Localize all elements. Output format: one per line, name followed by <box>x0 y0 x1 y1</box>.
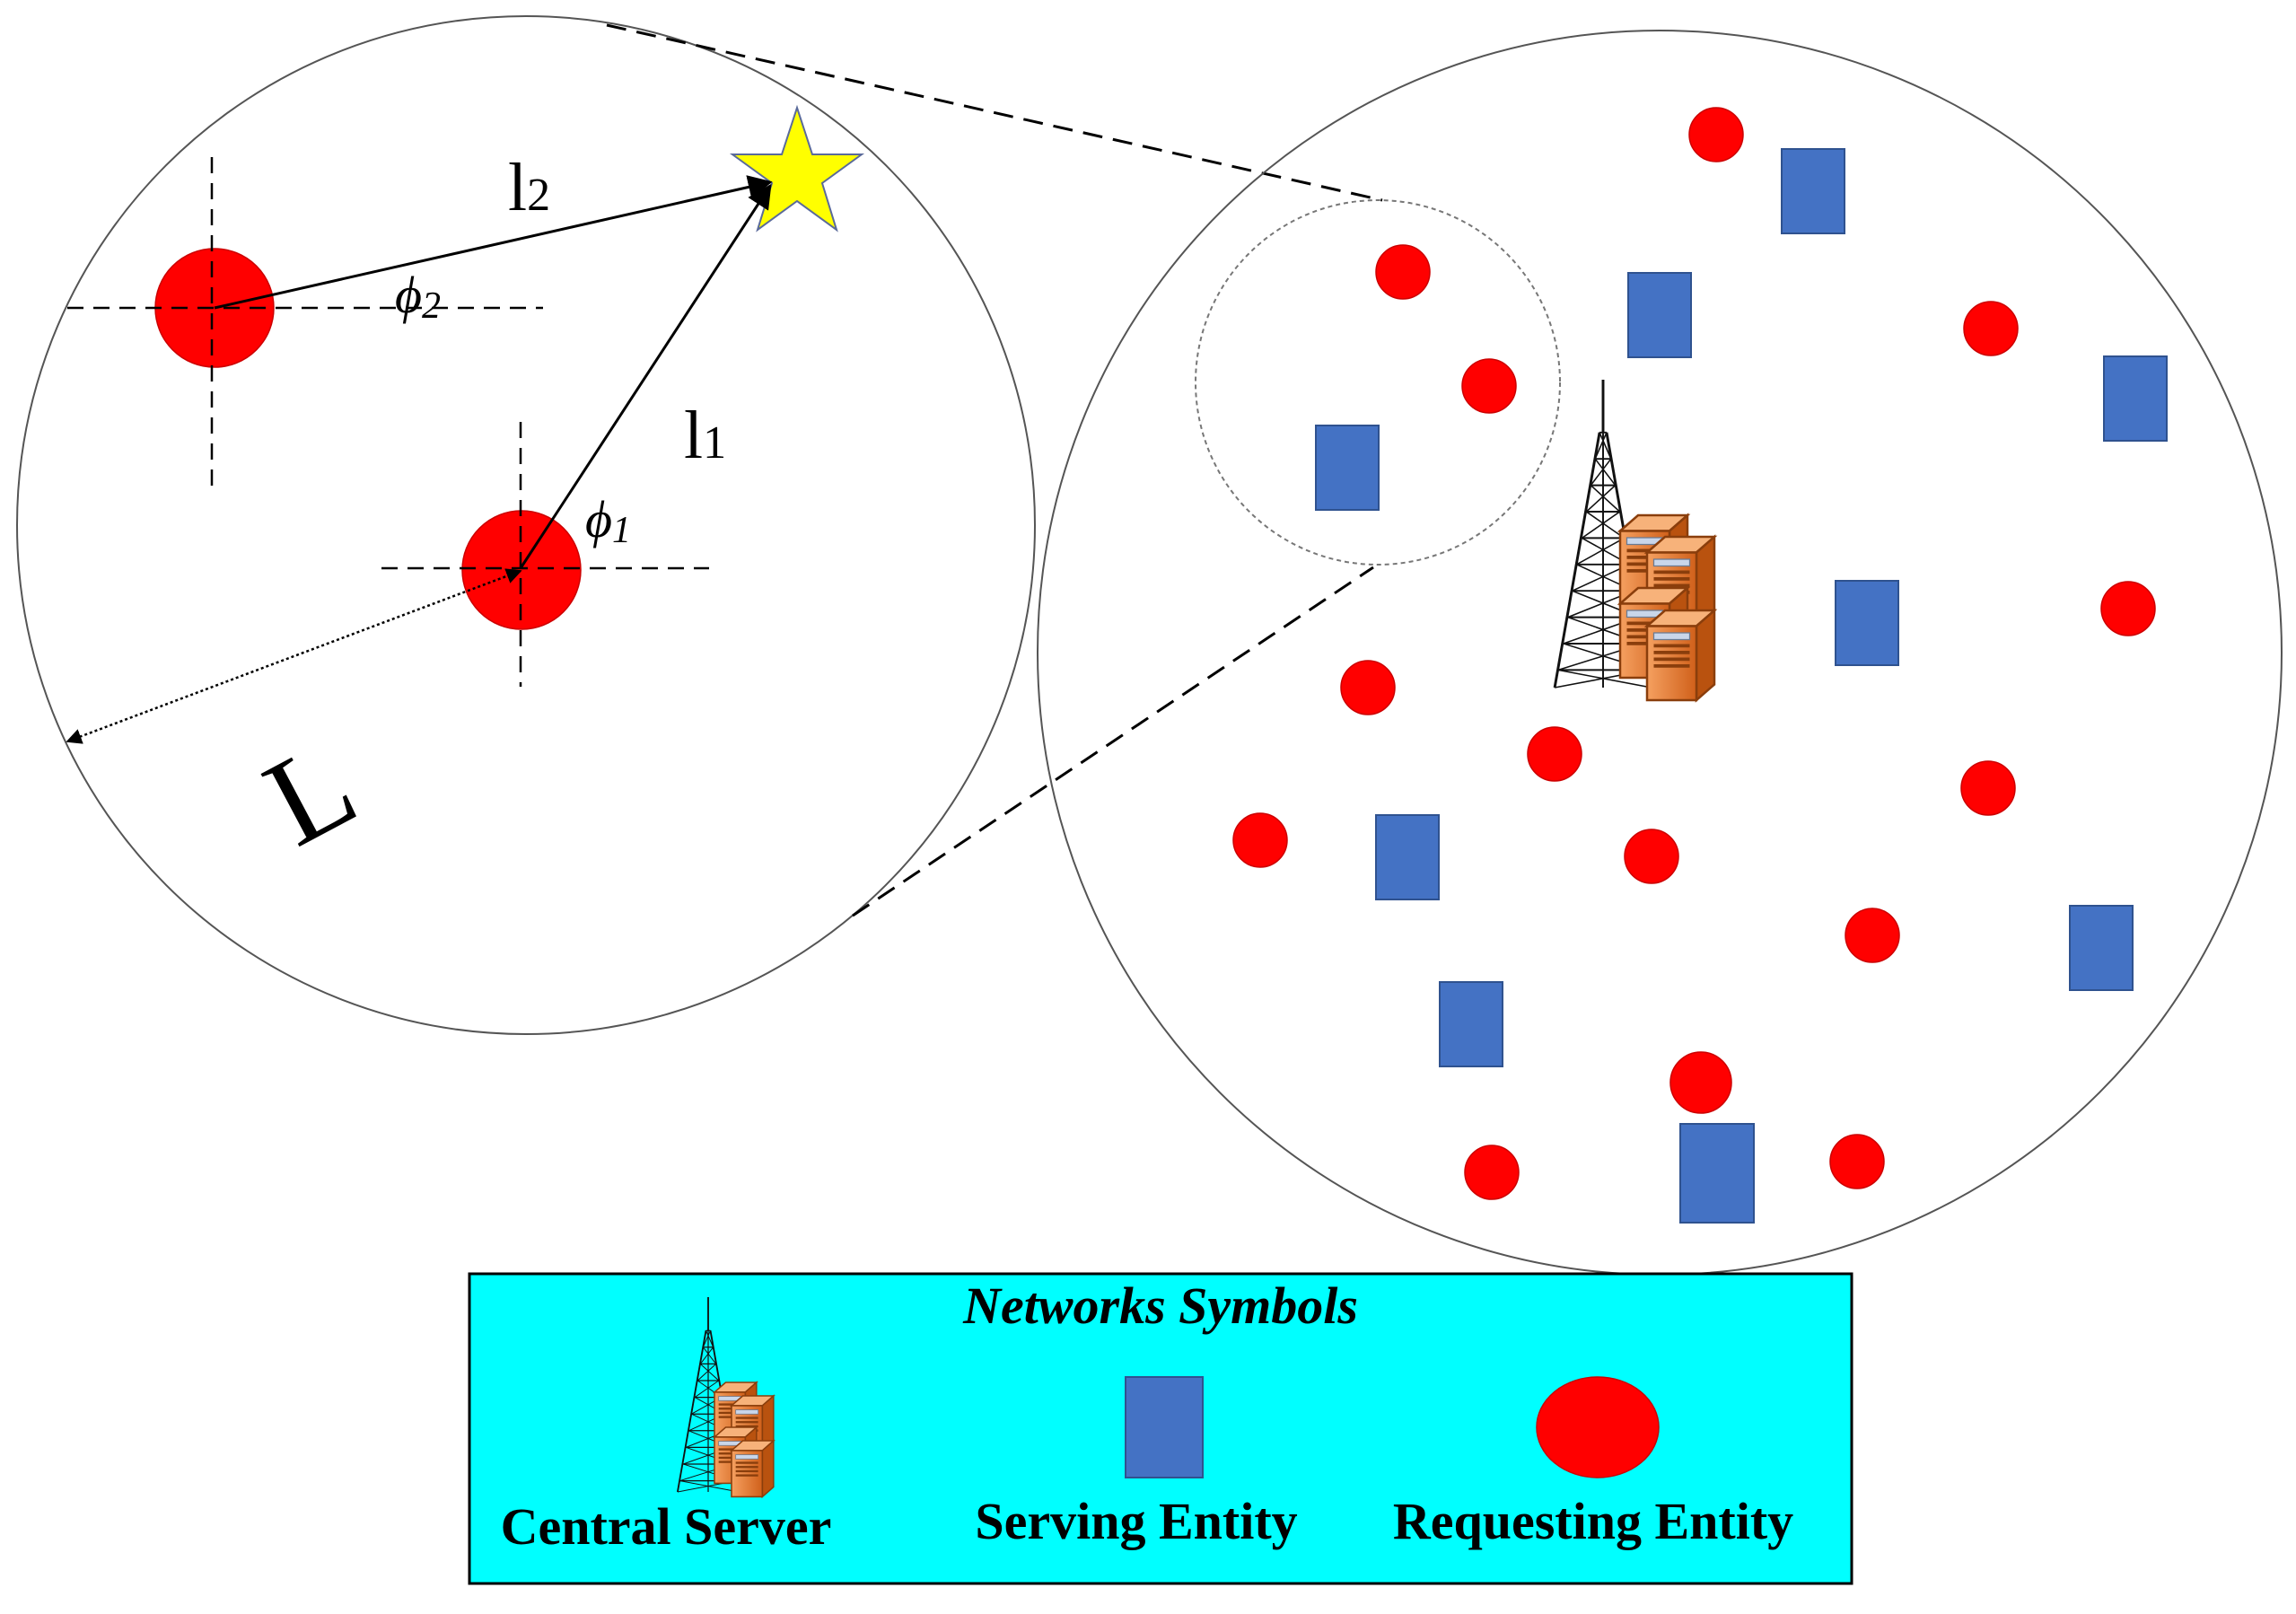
label-phi1: ϕ1 <box>585 490 631 551</box>
label-l1: l1 <box>684 398 726 473</box>
label-radius: L <box>244 714 377 873</box>
requesting-entity <box>1340 660 1396 715</box>
network-view <box>1037 30 2283 1276</box>
coverage-circle-zoom <box>16 15 1036 1035</box>
legend: Networks Symbols Central Server Serving … <box>468 1272 1853 1585</box>
zoom-view: l2 l1 ϕ2 ϕ1 L <box>16 15 1036 1035</box>
requesting-entity <box>2100 581 2156 636</box>
server-icon <box>1645 609 1716 702</box>
legend-title: Networks Symbols <box>962 1276 1358 1335</box>
central-server <box>1553 378 1716 702</box>
requesting-entity <box>1527 726 1582 782</box>
zoom-connector-bottom <box>852 566 1374 917</box>
radius-arrow <box>66 568 522 744</box>
distance-arrow-l2 <box>214 175 773 310</box>
serving-entity <box>1627 272 1692 358</box>
requesting-entity <box>1963 301 2019 356</box>
legend-label-central-server: Central Server <box>501 1497 832 1556</box>
blue-rectangle-icon <box>1125 1376 1204 1478</box>
requesting-entity-2 <box>67 157 543 489</box>
label-phi2: ϕ2 <box>395 266 441 327</box>
requesting-entity <box>1960 760 2016 816</box>
serving-entity <box>1835 580 1899 666</box>
serving-entity <box>2069 905 2134 991</box>
target-star <box>729 104 865 232</box>
serving-entity <box>1679 1123 1755 1224</box>
requesting-entity <box>1464 1145 1520 1200</box>
requesting-entity <box>1624 829 1679 884</box>
serving-entity <box>2103 355 2168 442</box>
requesting-entity <box>1829 1134 1885 1189</box>
requesting-entity <box>1232 812 1288 868</box>
legend-label-serving-entity: Serving Entity <box>975 1492 1297 1550</box>
zoom-region-circle <box>1195 199 1561 566</box>
label-l2: l2 <box>508 150 550 225</box>
requesting-entities <box>1232 107 2156 1200</box>
red-circle-icon <box>1536 1376 1660 1478</box>
distance-arrow-l1 <box>519 183 772 569</box>
requesting-entity <box>1669 1051 1732 1114</box>
serving-entities <box>1315 148 2168 1224</box>
requesting-entity <box>1375 244 1431 300</box>
serving-entity <box>1781 148 1845 234</box>
serving-entity <box>1439 981 1503 1067</box>
zoom-connector-top <box>606 23 1383 202</box>
serving-entity <box>1375 814 1440 900</box>
legend-label-requesting-entity: Requesting Entity <box>1393 1492 1793 1550</box>
serving-entity <box>1315 425 1380 511</box>
requesting-entity <box>1461 358 1517 414</box>
requesting-entity <box>1845 908 1900 963</box>
requesting-entity <box>1688 107 1744 162</box>
requesting-entity-1 <box>381 422 709 687</box>
